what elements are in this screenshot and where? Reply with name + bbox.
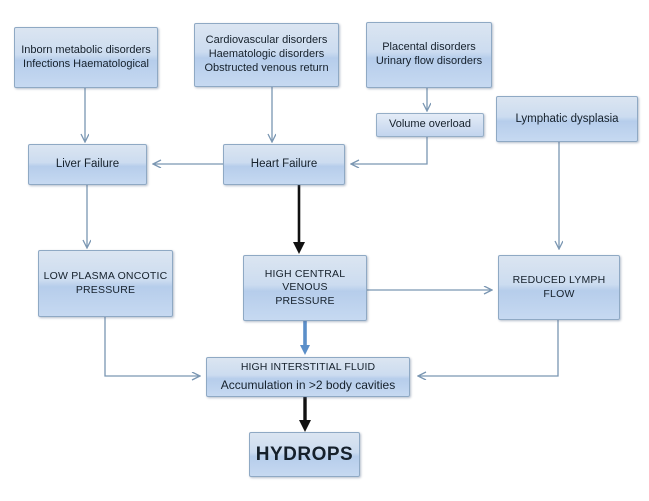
node-reduced-lymph-flow[interactable]: REDUCED LYMPH FLOW (498, 255, 620, 320)
node-reduced-lymph-line1: REDUCED LYMPH (512, 274, 606, 287)
node-interstitial-line1: HIGH INTERSTITIAL FLUID (240, 361, 376, 374)
node-liver-failure[interactable]: Liver Failure (28, 144, 147, 185)
edge-volume-overload-to-heart-failure (352, 136, 428, 164)
node-high-central-venous-pressure[interactable]: HIGH CENTRAL VENOUS PRESSURE (243, 255, 367, 321)
node-placental-line1: Placental disorders (382, 41, 476, 54)
node-volume-overload-label: Volume overload (389, 118, 471, 131)
node-heart-failure-label: Heart Failure (250, 158, 318, 171)
node-cardio-line3: Obstructed venous return (204, 61, 329, 74)
node-inborn-metabolic-disorders[interactable]: Inborn metabolic disorders Infections Ha… (14, 27, 158, 88)
node-high-cvp-line1: HIGH CENTRAL VENOUS (264, 268, 346, 294)
node-inborn-line2: Infections Haematological (23, 57, 149, 70)
edge-low-plasma-to-interstitial (104, 317, 199, 376)
node-lymphatic-label: Lymphatic dysplasia (515, 112, 619, 125)
node-lymphatic-dysplasia[interactable]: Lymphatic dysplasia (496, 96, 638, 142)
node-high-cvp-line2: PRESSURE (275, 294, 335, 307)
node-cardio-line1: Cardiovascular disorders (205, 34, 328, 47)
node-placental-disorders[interactable]: Placental disorders Urinary flow disorde… (366, 22, 492, 88)
node-high-interstitial-fluid[interactable]: HIGH INTERSTITIAL FLUID Accumulation in … (206, 357, 410, 397)
edge-reduced-lymph-to-interstitial (419, 320, 559, 376)
node-low-plasma-oncotic-pressure[interactable]: LOW PLASMA ONCOTIC PRESSURE (38, 250, 173, 317)
node-interstitial-line2: Accumulation in >2 body cavities (220, 377, 396, 392)
node-hydrops-label: HYDROPS (255, 443, 354, 465)
node-inborn-line1: Inborn metabolic disorders (21, 43, 151, 56)
node-volume-overload[interactable]: Volume overload (376, 113, 484, 137)
node-low-plasma-line1: LOW PLASMA ONCOTIC (43, 270, 168, 283)
node-cardio-line2: Haematologic disorders (208, 48, 325, 61)
node-hydrops[interactable]: HYDROPS (249, 432, 360, 477)
node-reduced-lymph-line2: FLOW (543, 287, 575, 300)
node-cardiovascular-disorders[interactable]: Cardiovascular disorders Haematologic di… (194, 23, 339, 87)
node-placental-line2: Urinary flow disorders (375, 55, 483, 67)
node-liver-failure-label: Liver Failure (55, 158, 120, 171)
node-heart-failure[interactable]: Heart Failure (223, 144, 345, 185)
node-low-plasma-line2: PRESSURE (75, 283, 136, 296)
